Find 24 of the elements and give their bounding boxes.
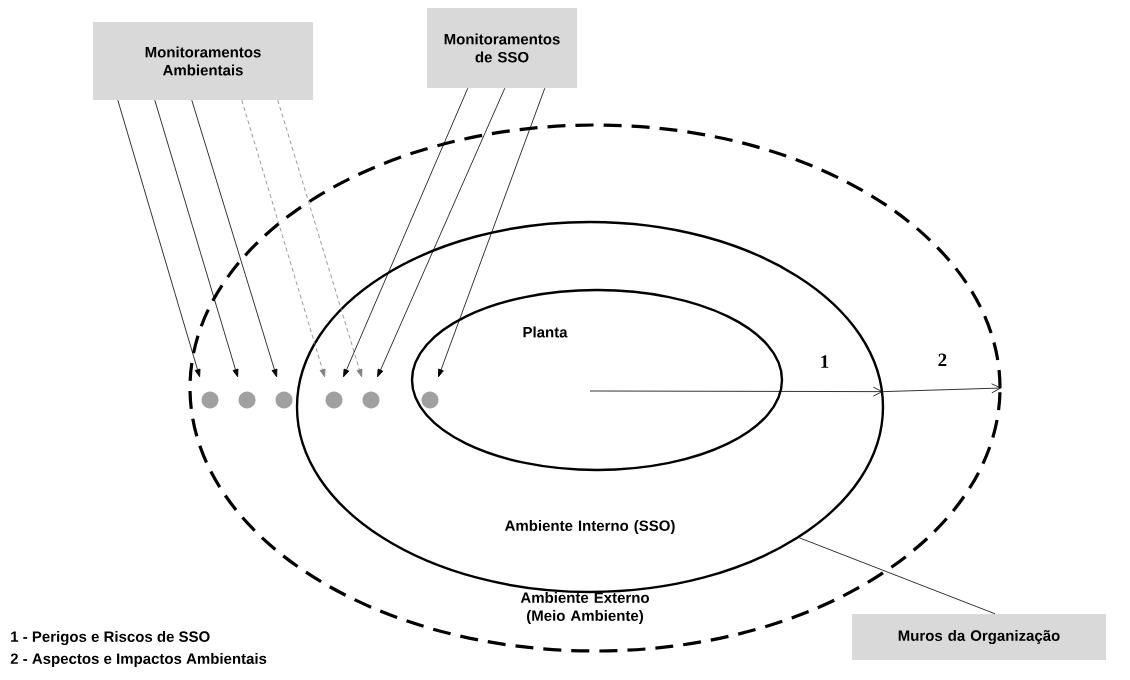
dot [362, 391, 380, 409]
arrow [882, 383, 1002, 394]
edge-label: 1 [818, 354, 831, 369]
dot [275, 391, 293, 409]
arrow [343, 87, 469, 378]
dot [201, 391, 219, 409]
arrow [191, 99, 278, 378]
label-box: Muros da Organização [852, 614, 1106, 660]
arrow [154, 99, 239, 378]
arrow [241, 99, 326, 378]
arrow [438, 87, 546, 378]
legend-text: 2 - Aspectos e Impactos Ambientais [10, 653, 267, 667]
arrow [117, 99, 201, 378]
label-box: Monitoramentos de SSO [427, 8, 577, 88]
edge-label: 2 [936, 352, 949, 368]
arrow [589, 386, 883, 397]
dot [238, 391, 256, 409]
arrow [277, 99, 363, 378]
dot [325, 391, 343, 409]
label-box: Monitoramentos Ambientais [93, 22, 313, 100]
dot [421, 391, 439, 409]
arrow [377, 87, 506, 378]
leader-line [798, 537, 996, 615]
legend-text: 1 - Perigos e Riscos de SSO [11, 630, 210, 645]
